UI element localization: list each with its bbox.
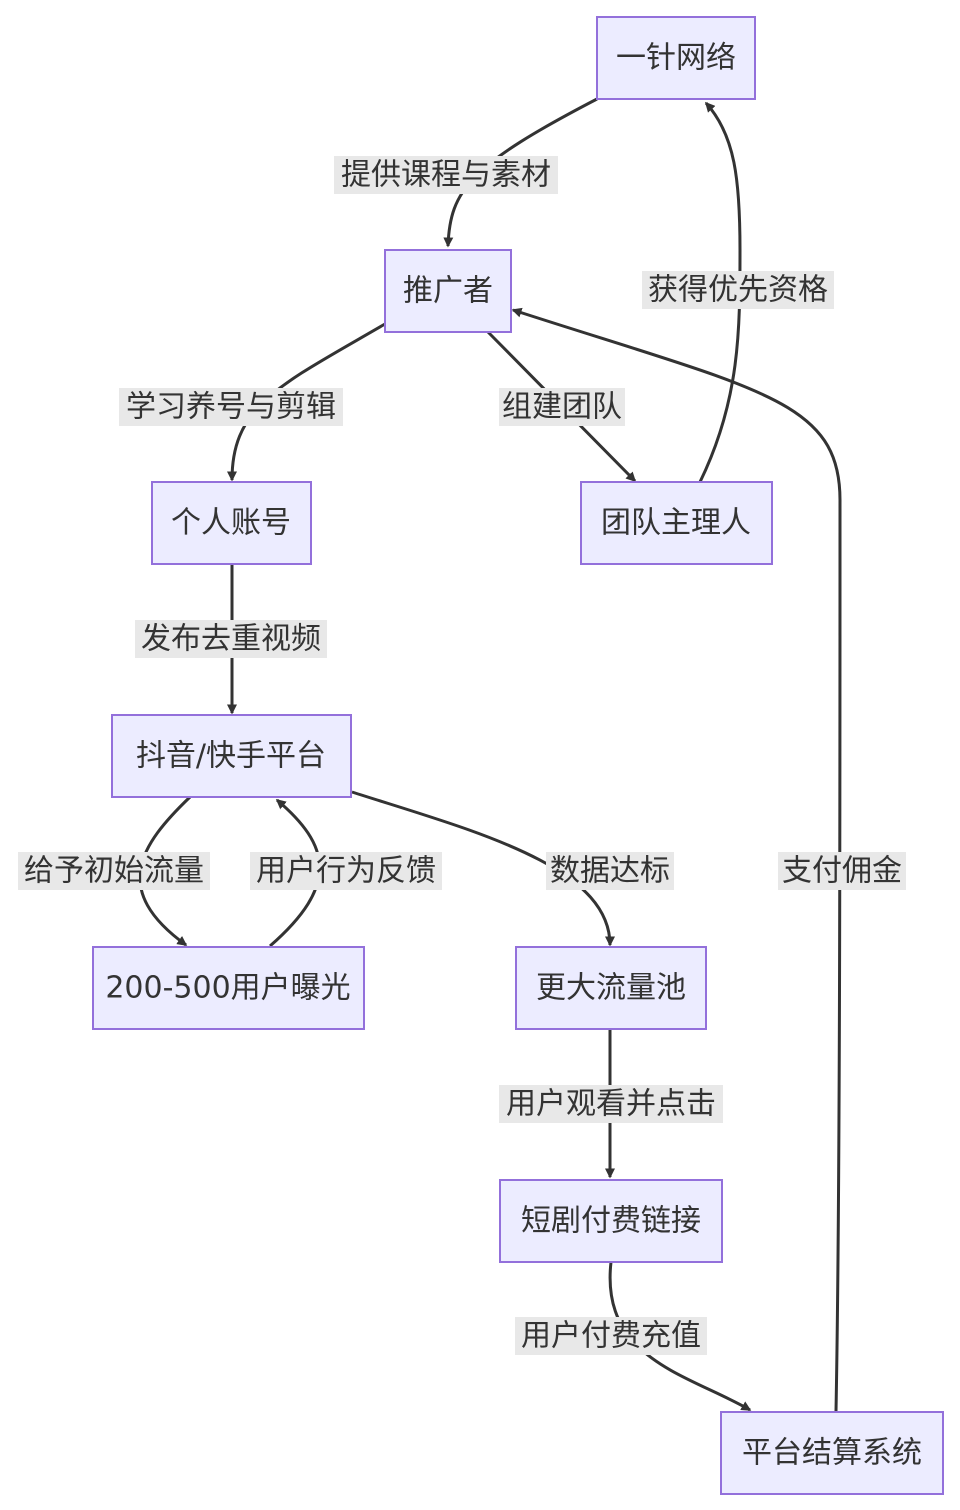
edge-label-bg	[778, 852, 906, 890]
edge-label-bg	[499, 1085, 723, 1123]
node-box	[92, 946, 365, 1030]
edge-label-text: 学习养号与剪辑	[126, 390, 336, 425]
edge-label-text: 数据达标	[550, 854, 670, 889]
edge-label-text: 给予初始流量	[24, 854, 204, 889]
node-label: 短剧付费链接	[521, 1204, 701, 1239]
edge-leader-to-yizhen	[698, 101, 742, 483]
edge-label-bg	[499, 388, 625, 426]
node-personal-account[interactable]: 个人账号	[151, 481, 312, 565]
edge-line	[608, 1261, 752, 1412]
edge-label-bg	[250, 852, 442, 890]
edge-label-publish-video: 发布去重视频	[135, 620, 327, 658]
edge-label-user-click: 用户观看并点击	[499, 1085, 723, 1123]
edge-label-text: 用户付费充值	[521, 1319, 701, 1354]
edge-label-bg	[642, 271, 834, 309]
edge-line	[351, 790, 615, 947]
edge-label-bg	[135, 620, 327, 658]
edge-label-text: 支付佣金	[782, 854, 902, 889]
node-paid-link[interactable]: 短剧付费链接	[499, 1179, 723, 1263]
edge-label-text: 获得优先资格	[648, 273, 828, 308]
edge-label-initial-traffic: 给予初始流量	[18, 852, 210, 890]
node-box	[515, 946, 707, 1030]
edge-label-text: 用户观看并点击	[506, 1087, 716, 1122]
edge-settle-to-promoter	[511, 307, 842, 1412]
edge-label-bg	[119, 388, 343, 426]
node-promoter[interactable]: 推广者	[384, 249, 512, 333]
node-label: 推广者	[403, 274, 493, 309]
node-box	[580, 481, 773, 565]
edge-label-data-qualified: 数据达标	[546, 852, 674, 890]
node-box	[111, 714, 352, 798]
edge-label-text: 组建团队	[502, 390, 622, 425]
edge-label-bg	[546, 852, 674, 890]
node-platform[interactable]: 抖音/快手平台	[111, 714, 352, 798]
edge-label-pay-commission: 支付佣金	[778, 852, 906, 890]
node-box	[720, 1411, 944, 1495]
edge-label-priority: 获得优先资格	[642, 271, 834, 309]
node-box	[384, 249, 512, 333]
edge-label-bg	[18, 852, 210, 890]
node-box	[596, 16, 756, 100]
edge-line	[698, 101, 742, 483]
edge-label-learn-editing: 学习养号与剪辑	[119, 388, 343, 426]
node-traffic-pool[interactable]: 更大流量池	[515, 946, 707, 1030]
node-label: 平台结算系统	[742, 1436, 922, 1471]
edge-label-text: 发布去重视频	[141, 622, 321, 657]
node-box	[151, 481, 312, 565]
node-label: 个人账号	[171, 506, 291, 541]
node-label: 团队主理人	[601, 506, 751, 541]
node-label: 更大流量池	[536, 971, 686, 1006]
edge-label-build-team: 组建团队	[499, 388, 625, 426]
node-yizhen-network[interactable]: 一针网络	[596, 16, 756, 100]
node-team-leader[interactable]: 团队主理人	[580, 481, 773, 565]
edge-label-text: 提供课程与素材	[341, 158, 551, 193]
edge-label-user-feedback: 用户行为反馈	[250, 852, 442, 890]
node-user-exposure[interactable]: 200-500用户曝光	[92, 946, 365, 1030]
node-label: 一针网络	[616, 41, 736, 76]
edge-line	[511, 307, 842, 1412]
node-label: 200-500用户曝光	[105, 971, 350, 1006]
edge-label-text: 用户行为反馈	[256, 854, 436, 889]
node-label: 抖音/快手平台	[136, 739, 326, 774]
node-settlement-system[interactable]: 平台结算系统	[720, 1411, 944, 1495]
edge-platform-to-pool	[351, 790, 615, 947]
edge-link-to-settle	[608, 1261, 752, 1412]
edge-label-bg	[515, 1317, 707, 1355]
edge-label-provide-courses: 提供课程与素材	[334, 156, 558, 194]
edge-label-bg	[334, 156, 558, 194]
node-box	[499, 1179, 723, 1263]
edge-label-user-payment: 用户付费充值	[515, 1317, 707, 1355]
